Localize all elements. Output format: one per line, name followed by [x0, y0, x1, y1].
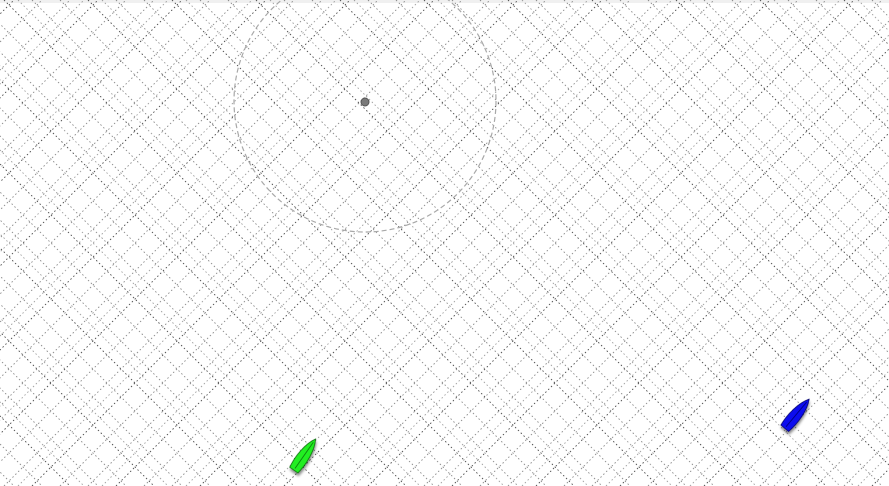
grid-line-desc-dense — [438, 0, 889, 486]
grid-line-asc — [0, 0, 154, 486]
grid-line-asc — [0, 0, 350, 486]
grid-line-desc — [0, 0, 182, 486]
grid-line-desc — [0, 0, 434, 486]
grid-line-desc — [0, 0, 294, 486]
grid-line-asc — [0, 0, 266, 486]
grid-line-desc — [0, 0, 266, 486]
grid-line-asc-dense — [522, 0, 889, 486]
grid-line-desc-dense — [0, 0, 420, 486]
grid-line-desc — [872, 0, 889, 486]
grid-line-asc — [620, 0, 889, 486]
grid-line-desc — [592, 0, 889, 486]
grid-line-asc — [0, 0, 126, 486]
grid-line-desc — [0, 0, 154, 486]
grid-line-desc — [0, 0, 378, 486]
grid-line-desc — [0, 0, 238, 486]
grid-line-desc — [648, 0, 889, 486]
grid-line-asc — [0, 0, 462, 486]
grid-line-desc-dense — [0, 0, 84, 486]
grid-line-asc — [844, 0, 889, 486]
grid-line-asc — [676, 0, 889, 486]
range-circle — [234, 0, 496, 232]
grid-line-desc — [0, 0, 14, 486]
grid-line-desc — [676, 0, 889, 486]
grid-line-asc — [0, 0, 182, 486]
grid-line-desc — [760, 0, 889, 486]
grid-line-desc — [0, 0, 350, 486]
grid-line-asc — [0, 0, 406, 486]
grid-line-desc-dense — [0, 0, 336, 486]
grid-line-asc — [424, 0, 889, 486]
grid-line-desc — [424, 0, 889, 486]
grid-line-desc-dense — [606, 0, 889, 486]
blue-boat[interactable] — [780, 395, 814, 432]
grid-line-asc — [760, 0, 889, 486]
grid-line-desc — [0, 0, 462, 486]
grid-line-asc — [0, 0, 210, 486]
grid-line-asc — [0, 0, 14, 486]
grid-line-desc-dense — [522, 0, 889, 486]
grid-line-desc — [816, 0, 889, 486]
grid-line-desc — [620, 0, 889, 486]
grid-line-desc — [0, 0, 98, 486]
grid-line-asc-dense — [0, 0, 252, 486]
grid-line-asc-dense — [858, 0, 889, 486]
grid-line-asc — [0, 0, 294, 486]
grid-line-desc-dense — [0, 0, 252, 486]
grid-line-asc — [508, 0, 889, 486]
grid-line-desc — [480, 0, 889, 486]
grid-line-desc — [0, 0, 210, 486]
grid-line-asc — [564, 0, 889, 486]
grid-line-desc — [0, 0, 126, 486]
grid-line-asc-dense — [0, 0, 420, 486]
grid-line-asc — [592, 0, 889, 486]
grid-line-asc — [536, 0, 889, 486]
grid-line-desc — [536, 0, 889, 486]
grid-line-asc — [0, 0, 42, 486]
grid-line-desc-dense — [858, 0, 889, 486]
grid-line-asc — [872, 0, 889, 486]
grid-line-asc — [0, 0, 378, 486]
grid-line-asc — [0, 0, 98, 486]
grid-line-asc — [480, 0, 889, 486]
grid-line-asc — [0, 0, 70, 486]
grid-line-asc-dense — [606, 0, 889, 486]
grid-line-desc — [452, 0, 889, 486]
grid-line-asc — [648, 0, 889, 486]
grid-line-desc — [844, 0, 889, 486]
grid-line-asc — [816, 0, 889, 486]
grid-line-desc — [508, 0, 889, 486]
grid-line-asc-dense — [0, 0, 84, 486]
grid-line-asc — [0, 0, 434, 486]
grid-line-desc — [0, 0, 70, 486]
grid-line-asc-dense — [438, 0, 889, 486]
grid-line-asc-dense — [0, 0, 336, 486]
grid-line-desc — [0, 0, 42, 486]
grid-line-asc — [452, 0, 889, 486]
grid-line-asc — [0, 0, 238, 486]
grid-line-asc — [0, 0, 322, 486]
grid-line-desc — [0, 0, 322, 486]
grid-line-desc — [0, 0, 406, 486]
grid-line-desc — [564, 0, 889, 486]
buoy-marker-icon[interactable] — [361, 98, 369, 106]
